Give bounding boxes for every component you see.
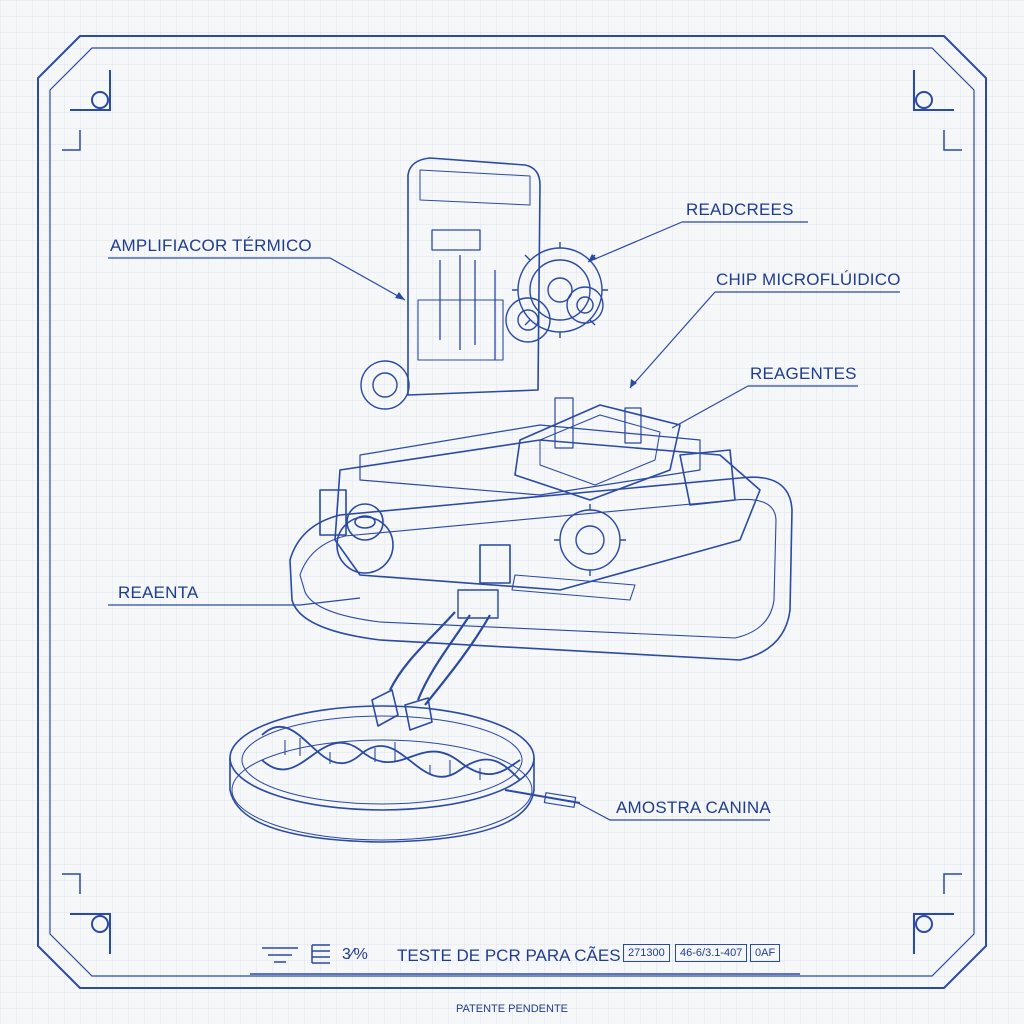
title-block-frame <box>250 944 800 975</box>
callout-reaenta: REAENTA <box>118 583 199 602</box>
pcr-device-illustration <box>229 157 793 843</box>
callout-readcrees: READCREES <box>686 200 794 219</box>
dna-helix <box>261 726 521 781</box>
callout-microfluidic-chip: CHIP MICROFLÚIDICO <box>716 270 901 289</box>
tubes <box>389 611 491 706</box>
callout-canine-sample: AMOSTRA CANINA <box>616 798 771 817</box>
code-box-2: 46-6/3.1-407 <box>675 944 748 962</box>
base-tray <box>289 476 793 661</box>
code-box-3: 0AF <box>750 944 781 962</box>
leader-lines <box>108 221 900 821</box>
drawing-title: TESTE DE PCR PARA CÃES <box>397 946 621 965</box>
microfluidic-chip <box>514 404 681 501</box>
patent-pending-footer: PATENTE PENDENTE <box>455 1003 569 1015</box>
amplifier-housing <box>407 157 541 396</box>
code-box-1: 271300 <box>623 944 670 962</box>
callout-reagents: REAGENTES <box>750 364 857 383</box>
platform <box>334 439 761 591</box>
callout-thermal-amplifier: AMPLIFIACOR TÉRMICO <box>110 236 312 255</box>
decorative-border <box>37 35 987 989</box>
gear-assembly <box>360 242 626 576</box>
petri-dish <box>229 705 535 843</box>
scale-label: 3⁄% <box>342 946 368 963</box>
